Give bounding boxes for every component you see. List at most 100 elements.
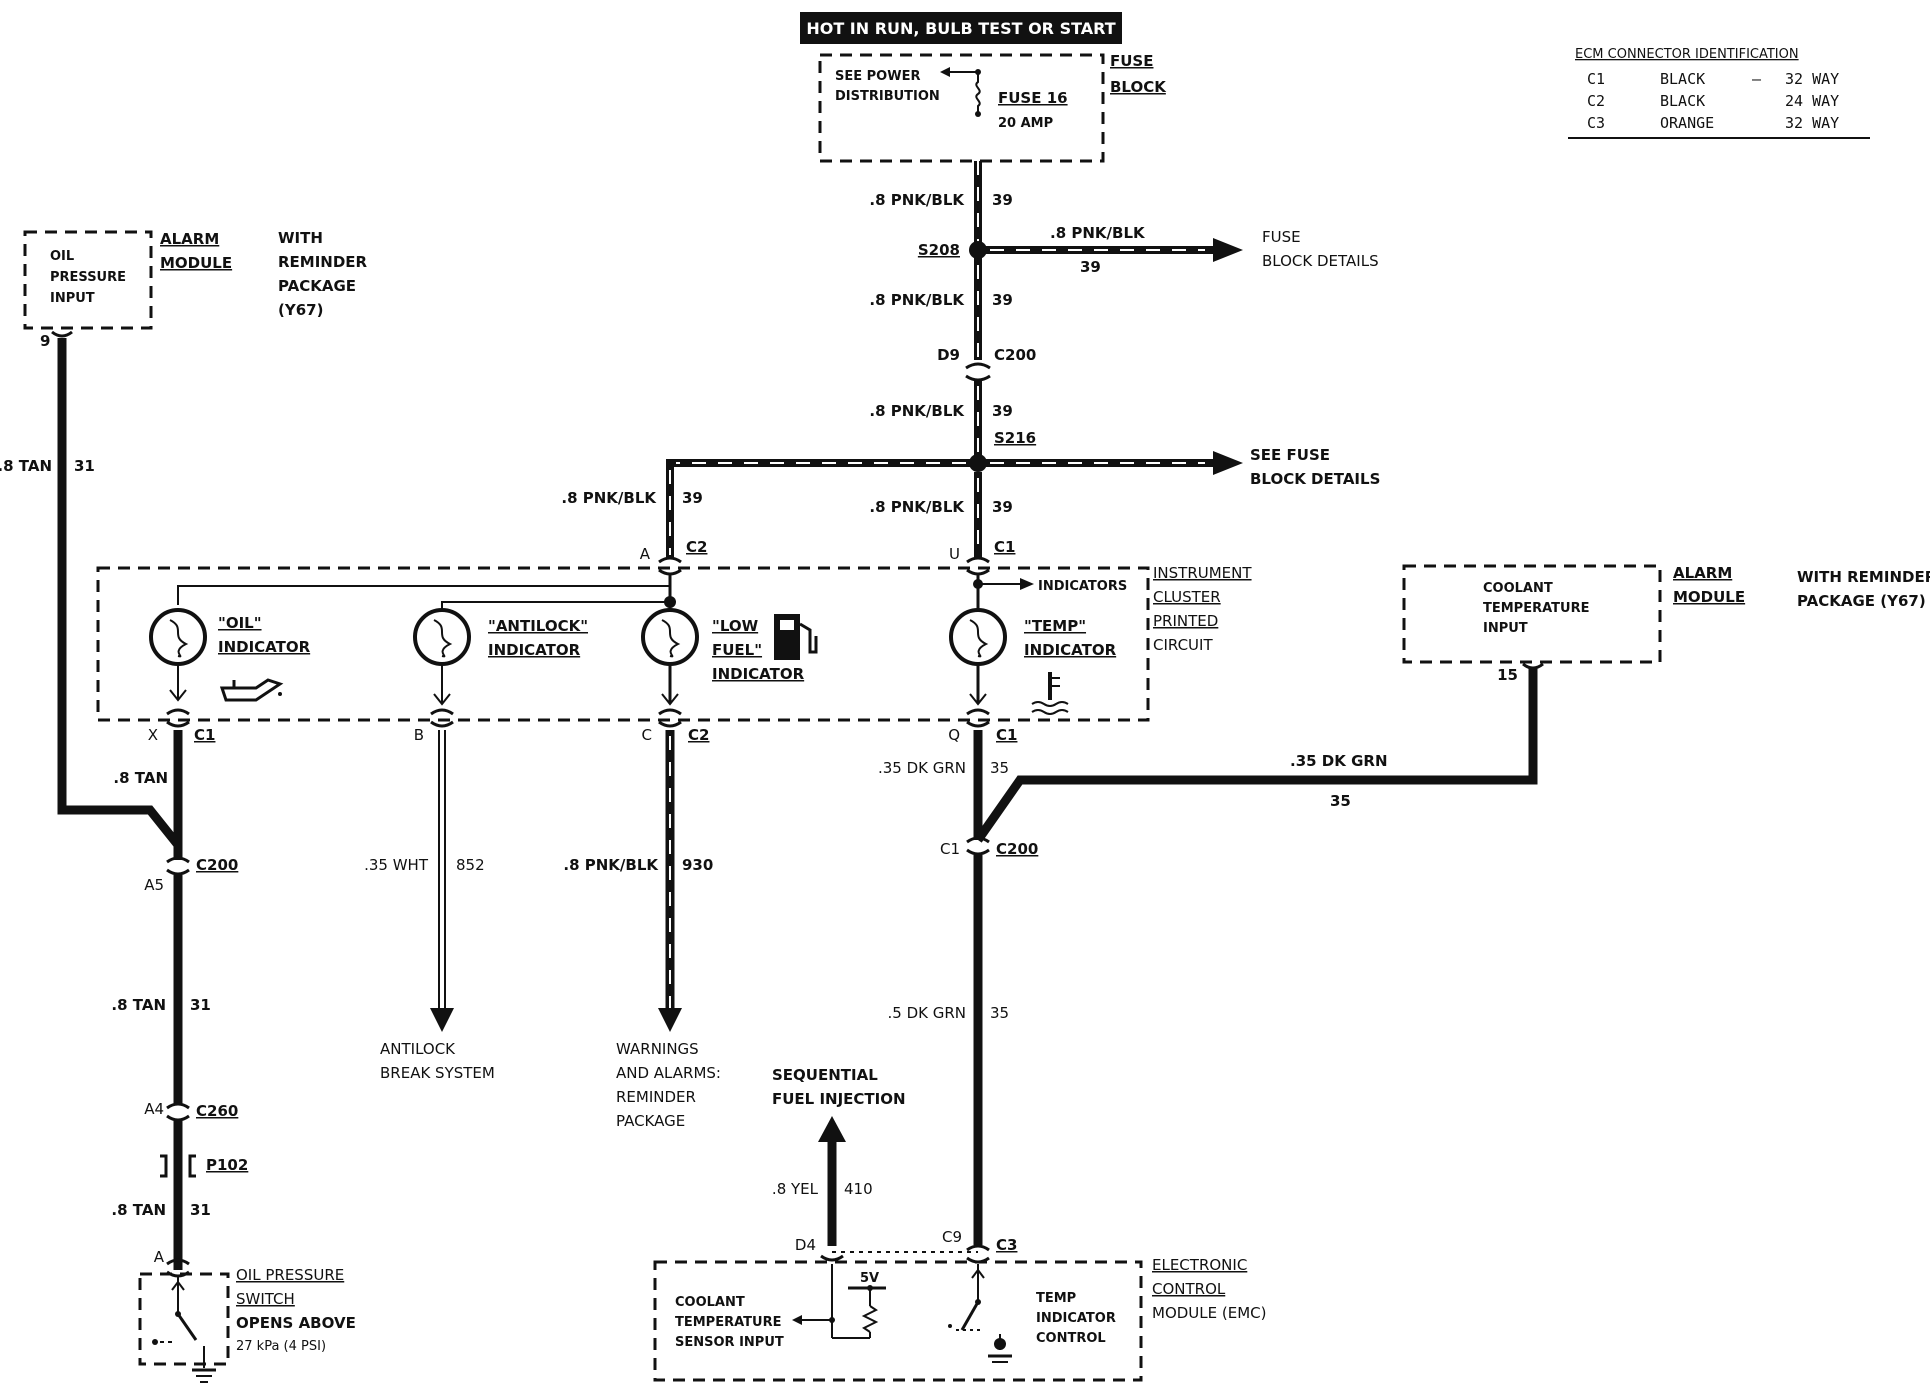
connector-c200-right-label: C200 — [996, 840, 1038, 858]
switch-label-3: OPENS ABOVE — [236, 1314, 356, 1332]
antilock-circuit: 852 — [456, 856, 485, 874]
see-fuse-1: SEE FUSE — [1250, 446, 1330, 464]
alarm-right-label-1: ALARM — [1673, 564, 1732, 582]
fuel-out-gauge: .8 PNK/BLK — [563, 856, 659, 874]
antilock-gauge: .35 WHT — [364, 856, 429, 874]
oil-can-icon — [219, 678, 284, 702]
temp-out-circuit-2: 35 — [990, 1004, 1009, 1022]
warnings-dest-2: AND ALARMS: — [616, 1064, 721, 1082]
fuse-block-distribution: DISTRIBUTION — [835, 89, 940, 104]
fuse-block-label-2: BLOCK — [1110, 78, 1167, 96]
temp-out-circuit-1: 35 — [990, 759, 1009, 777]
pin-a5: A5 — [144, 876, 164, 894]
oil-pressure-switch-icon — [152, 1276, 216, 1383]
ecm-coolant-1: COOLANT — [675, 1295, 745, 1310]
pin-u: U — [949, 545, 960, 563]
antilock-indicator-2: INDICATOR — [488, 641, 581, 659]
alarm-left-pkg-1: WITH — [278, 229, 323, 247]
temp-indicator-2: INDICATOR — [1024, 641, 1117, 659]
wire-1-gauge: .8 PNK/BLK — [869, 191, 965, 209]
fuse-bottom-node — [975, 111, 981, 117]
temp-indicator-bulb — [949, 608, 1007, 706]
alarm-left-pkg-4: (Y67) — [278, 301, 323, 319]
ecm-coolant-circuit-icon — [792, 1264, 886, 1339]
alarm-left-pin: 9 — [40, 332, 50, 350]
wire-5-gauge: .8 PNK/BLK — [869, 498, 965, 516]
antilock-dest-2: BREAK SYSTEM — [380, 1064, 495, 1082]
instrument-cluster-box — [96, 566, 1150, 722]
ecm-coolant-3: SENSOR INPUT — [675, 1335, 784, 1350]
connector-c3-label: C3 — [996, 1236, 1017, 1254]
connector-c3 — [966, 1244, 990, 1264]
fuse-details-1: FUSE — [1262, 228, 1301, 246]
connector-c2-top — [658, 556, 682, 576]
ecm-row-1-sep: – — [1752, 70, 1762, 88]
switch-label-2: SWITCH — [236, 1290, 295, 1308]
temp-branch-circuit: 35 — [1330, 792, 1351, 810]
pin-a-top: A — [640, 545, 651, 563]
temp-out-gauge-1: .35 DK GRN — [878, 759, 966, 777]
connector-b — [430, 708, 454, 728]
sfi-dest-1: SEQUENTIAL — [772, 1066, 878, 1084]
antilock-dest-1: ANTILOCK — [380, 1040, 456, 1058]
wire-35-branch — [974, 668, 1538, 843]
warnings-dest-1: WARNINGS — [616, 1040, 699, 1058]
warnings-dest-3: REMINDER — [616, 1088, 696, 1106]
see-fuse-2: BLOCK DETAILS — [1250, 470, 1380, 488]
oil-pressure-switch-box — [138, 1272, 230, 1366]
sfi-dest-2: FUEL INJECTION — [772, 1090, 906, 1108]
cluster-label-2: CLUSTER — [1153, 588, 1221, 606]
ecm-row-2-size: 24 WAY — [1785, 92, 1839, 110]
pin-c: C — [642, 726, 652, 744]
connector-c1-x-label: C1 — [194, 726, 215, 744]
connector-d4 — [820, 1254, 844, 1262]
s216-right-arrowhead — [1213, 451, 1243, 475]
tan-3-gauge: .8 TAN — [111, 1201, 166, 1219]
ecm-table-title: ECM CONNECTOR IDENTIFICATION — [1575, 47, 1799, 62]
alarm-left-box — [23, 230, 153, 330]
connector-c200-left — [166, 856, 190, 876]
s208-branch-gauge: .8 PNK/BLK — [1050, 224, 1146, 242]
ecm-row-2-color: BLACK — [1660, 92, 1705, 110]
antilock-indicator-bulb — [413, 608, 471, 706]
p102-grommet-icon — [160, 1154, 196, 1178]
connector-c260-label: C260 — [196, 1102, 238, 1120]
alarm-right-pin: 15 — [1497, 666, 1518, 684]
pin-c9: C9 — [942, 1228, 962, 1246]
warnings-dest-4: PACKAGE — [616, 1112, 685, 1130]
fuse-details-2: BLOCK DETAILS — [1262, 252, 1379, 270]
alarm-left-box-2: PRESSURE — [50, 270, 126, 285]
pin-a4: A4 — [144, 1100, 164, 1118]
wire-2-circuit: 39 — [992, 291, 1013, 309]
cluster-label-4: CIRCUIT — [1153, 636, 1213, 654]
low-fuel-indicator-bulb — [641, 608, 699, 706]
antilock-arrowhead — [430, 1008, 454, 1032]
connector-c200-left-label: C200 — [196, 856, 238, 874]
fuel-pump-icon — [774, 614, 818, 660]
ecm-row-2-id: C2 — [1587, 92, 1605, 110]
alarm-left-label-2: MODULE — [160, 254, 232, 272]
pin-d9: D9 — [937, 346, 960, 364]
cluster-bus-oil — [177, 585, 670, 605]
oil-indicator-1: "OIL" — [218, 614, 262, 632]
connector-c1-x — [166, 708, 190, 728]
wire-31-left — [57, 338, 182, 848]
connector-c2-c-label: C2 — [688, 726, 709, 744]
connector-c1-q-label: C1 — [996, 726, 1017, 744]
s208-branch-arrowhead — [1213, 238, 1243, 262]
fuse-block-see-power: SEE POWER — [835, 69, 920, 84]
oil-indicator-2: INDICATOR — [218, 638, 311, 656]
tan-2-circuit: 31 — [190, 996, 211, 1014]
fuse-16-icon — [975, 72, 981, 112]
pin-a-switch: A — [154, 1248, 165, 1266]
alarm-right-label-2: MODULE — [1673, 588, 1745, 606]
connector-c260 — [166, 1102, 190, 1122]
indicators-arrowhead — [1020, 578, 1034, 590]
alarm-right-box-2: TEMPERATURE — [1483, 601, 1589, 616]
cluster-bus-antilock — [441, 601, 670, 611]
p102-label: P102 — [206, 1156, 248, 1174]
pin-c1-c200: C1 — [940, 840, 960, 858]
wire-3-circuit: 39 — [992, 402, 1013, 420]
wire-1-circuit: 39 — [992, 191, 1013, 209]
top-banner: HOT IN RUN, BULB TEST OR START — [806, 19, 1115, 38]
